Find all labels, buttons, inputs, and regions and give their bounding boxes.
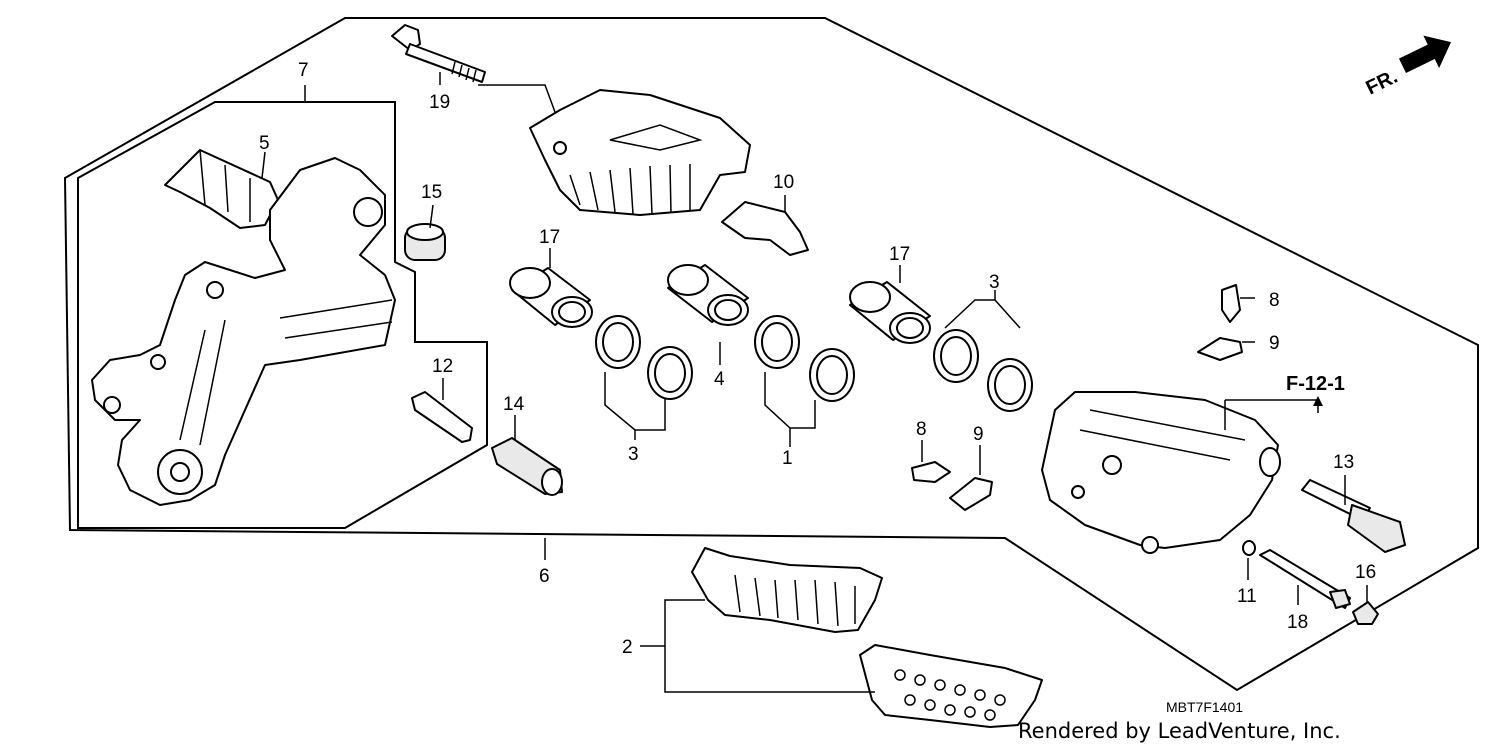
bleeder-cap-lower — [949, 477, 993, 511]
assembly-outline-6 — [63, 17, 1479, 692]
callout-12: 12 — [432, 356, 453, 377]
caliper-bracket-part — [91, 157, 396, 506]
callout-3-left: 3 — [628, 444, 639, 465]
callout-13: 13 — [1333, 452, 1354, 473]
credit-text: Rendered by LeadVenture, Inc. — [1018, 719, 1341, 743]
callout-19: 19 — [429, 92, 450, 113]
callout-9-lower: 9 — [973, 424, 984, 445]
seal-middle-a — [754, 315, 800, 369]
callout-17-right: 17 — [889, 244, 910, 265]
hanger-pin-part — [1259, 549, 1351, 609]
piston-left — [509, 267, 593, 328]
callout-5: 5 — [259, 133, 270, 154]
seal-right-b — [987, 358, 1033, 412]
callout-18: 18 — [1287, 612, 1308, 633]
long-bolt-part — [391, 24, 486, 83]
piston-right — [849, 281, 931, 344]
boot-part — [404, 223, 446, 261]
callout-2: 2 — [622, 637, 633, 658]
direction-label: FR. — [1363, 66, 1402, 100]
seal-right-a — [933, 329, 979, 383]
lower-caliper-half — [1041, 391, 1281, 554]
bleeder-screw-upper — [1221, 284, 1241, 323]
callout-14: 14 — [503, 394, 525, 415]
pin-bolt-large — [1301, 479, 1406, 553]
clip-part — [721, 201, 809, 256]
leader-lines — [261, 72, 1368, 693]
reference-arrow — [1313, 396, 1323, 406]
brake-pad-upper — [691, 547, 883, 633]
washer-part — [1242, 540, 1256, 556]
diagram-code: MBT7F1401 — [1166, 699, 1243, 715]
brake-pad-lower — [859, 644, 1043, 728]
seal-left-b — [647, 346, 693, 400]
callout-1: 1 — [782, 448, 793, 469]
callout-8-upper: 8 — [1269, 290, 1280, 311]
bleeder-cap-upper — [1197, 337, 1243, 361]
callout-9-upper: 9 — [1269, 333, 1280, 354]
seal-left-a — [595, 315, 641, 369]
callout-17-left: 17 — [539, 227, 560, 248]
pad-spring-part — [164, 149, 279, 229]
direction-arrow-icon: FR. — [1363, 35, 1452, 100]
callout-16: 16 — [1355, 562, 1376, 583]
callout-8-lower: 8 — [916, 419, 927, 440]
callout-11: 11 — [1237, 586, 1257, 607]
callout-4: 4 — [714, 369, 725, 390]
upper-caliper-half — [529, 89, 751, 216]
bleeder-screw-lower — [911, 461, 951, 483]
callout-10: 10 — [773, 172, 794, 193]
callout-15: 15 — [421, 182, 442, 203]
callout-3-right: 3 — [989, 272, 1000, 293]
sleeve-part — [491, 437, 563, 496]
bracket-outline-7 — [77, 101, 488, 529]
callout-6: 6 — [539, 566, 550, 587]
callout-7: 7 — [298, 60, 309, 81]
seal-middle-b — [809, 348, 855, 402]
plug-part — [1352, 601, 1379, 625]
pin-bolt-part — [411, 391, 473, 443]
piston-middle — [667, 264, 749, 326]
reference-label: F-12-1 — [1286, 373, 1345, 395]
